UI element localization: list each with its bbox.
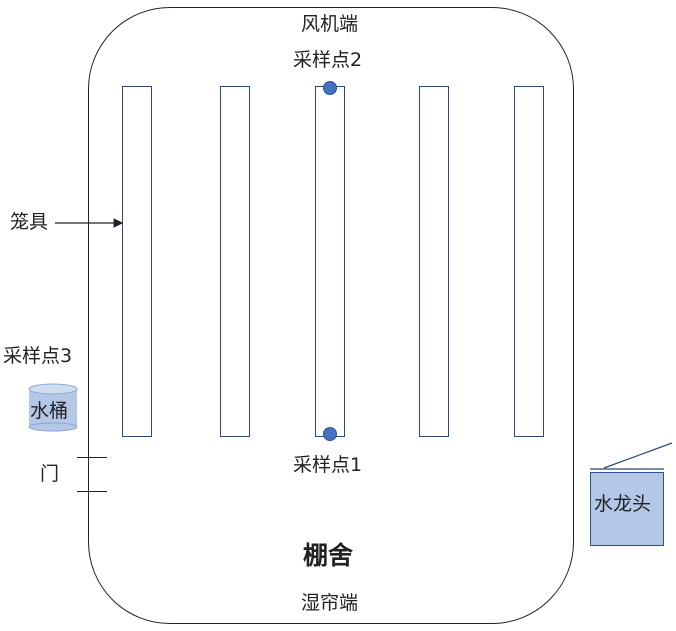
bucket-cylinder: [28, 383, 78, 432]
door-bottom-line: [77, 491, 107, 492]
bucket-label: 水桶: [30, 400, 69, 422]
sample-point-1-label: 采样点1: [293, 454, 363, 476]
cage-column-4: [419, 86, 449, 437]
door-top-line: [77, 457, 107, 458]
barn-outline: [88, 7, 574, 624]
faucet-box: [590, 472, 664, 546]
barn-label: 棚舍: [303, 541, 354, 570]
cage-column-2: [220, 86, 250, 437]
door-label: 门: [40, 463, 60, 485]
cage-label: 笼具: [10, 211, 49, 233]
cage-column-5: [514, 86, 544, 437]
sample-point-3-label: 采样点3: [3, 345, 73, 367]
wet-curtain-end-label: 湿帘端: [301, 592, 359, 614]
fan-end-label: 风机端: [301, 13, 359, 35]
faucet-label: 水龙头: [594, 493, 652, 515]
sample-point-2-marker: [323, 81, 337, 95]
sample-point-1-marker: [323, 427, 337, 441]
faucet-pipe: [590, 442, 673, 470]
cage-column-3: [315, 86, 345, 437]
sample-point-2-label: 采样点2: [293, 49, 363, 71]
cage-column-1: [122, 86, 152, 437]
